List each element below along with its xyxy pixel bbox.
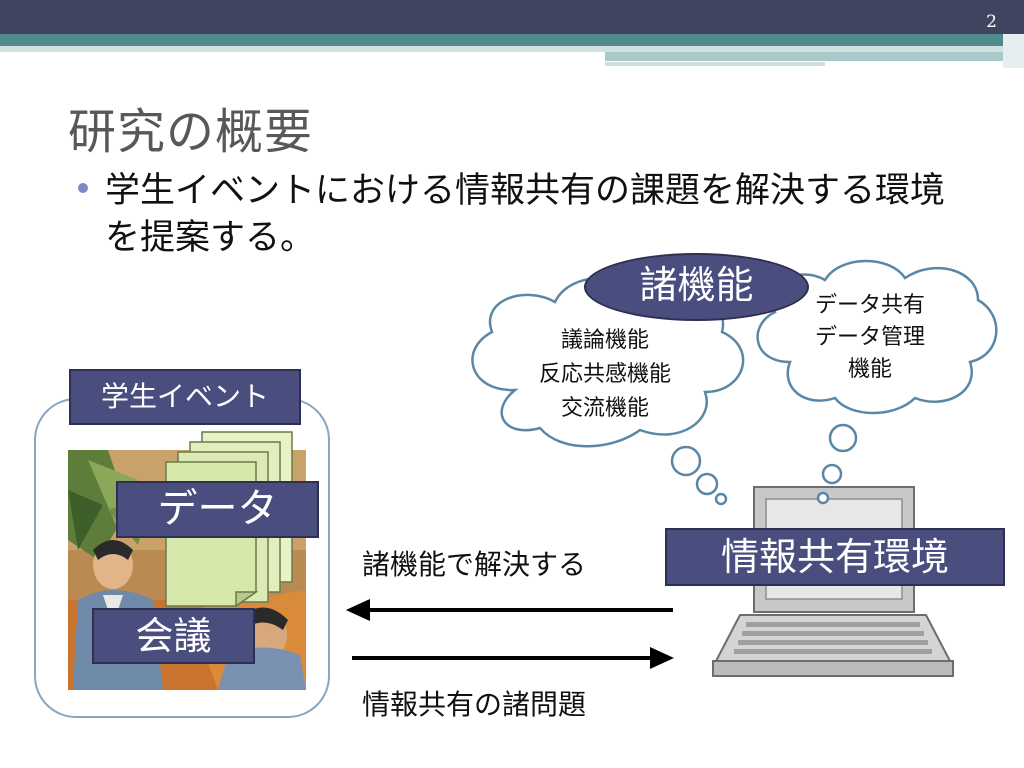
header-bar bbox=[0, 0, 1024, 34]
meeting-label: 会議 bbox=[92, 608, 255, 664]
solve-arrow-label: 諸機能で解決する bbox=[362, 548, 587, 581]
cloud-left-text: 議論機能 反応共感機能 交流機能 bbox=[505, 324, 705, 426]
functions-label: 諸機能 bbox=[584, 253, 809, 321]
cloud-right-line: データ管理 bbox=[814, 325, 925, 350]
cloud-right-line: データ共有 bbox=[814, 293, 925, 318]
header-band-corner bbox=[1003, 34, 1024, 68]
slide-title: 研究の概要 bbox=[68, 104, 314, 160]
cloud-right-text: データ共有 データ管理 機能 bbox=[790, 290, 950, 386]
bullet-dot bbox=[78, 183, 88, 193]
flow-arrows bbox=[346, 599, 674, 669]
header-band-accent-thin bbox=[605, 62, 825, 66]
header-band-light bbox=[0, 46, 1024, 52]
header-band-teal bbox=[0, 34, 1024, 46]
cloud-left-line: 反応共感機能 bbox=[538, 362, 671, 387]
cloud-left-line: 議論機能 bbox=[560, 328, 649, 353]
cloud-right-line: 機能 bbox=[847, 357, 892, 382]
page-number: 2 bbox=[986, 12, 997, 32]
header-band-accent bbox=[605, 52, 1024, 61]
info-sharing-environment-label: 情報共有環境 bbox=[665, 528, 1005, 586]
problem-arrow-label: 情報共有の諸問題 bbox=[362, 688, 587, 721]
cloud-left-line: 交流機能 bbox=[560, 396, 649, 421]
bullet-text: 学生イベントにおける情報共有の課題を解決する環境を提案する。 bbox=[105, 171, 946, 258]
student-event-label: 学生イベント bbox=[69, 369, 301, 425]
data-label: データ bbox=[116, 481, 319, 538]
